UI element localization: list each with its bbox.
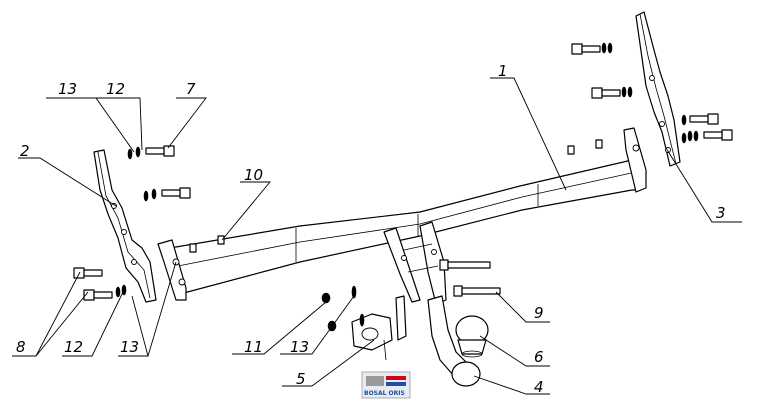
bolt-part-9-a [439, 259, 491, 271]
brand-logo: BOSAL ORIS [361, 371, 411, 399]
callout-3: 3 [716, 204, 726, 222]
callout-7: 7 [186, 80, 196, 98]
callout-10: 10 [244, 166, 263, 184]
left-bracket-part-2 [93, 149, 157, 303]
callout-11: 11 [244, 338, 263, 356]
tow-ball-part-6 [455, 315, 489, 358]
nut-part-11 [321, 285, 365, 332]
callout-8: 8 [16, 338, 26, 356]
brand-logo-text: BOSAL ORIS [364, 390, 405, 397]
callout-13-bottom: 13 [120, 338, 139, 356]
cross-beam-part-1 [157, 127, 647, 301]
leader-lines [12, 77, 742, 395]
callout-4: 4 [534, 378, 544, 396]
callout-1: 1 [498, 62, 508, 80]
bolt-left-upper-part-7 [127, 145, 175, 160]
callout-9: 9 [534, 304, 544, 322]
tow-neck-part-4 [383, 221, 481, 387]
bolt-right-side-2 [681, 129, 733, 144]
callout-13-top: 13 [58, 80, 77, 98]
callout-labels: 1 2 3 4 5 6 7 8 9 10 11 12 12 13 13 13 [16, 62, 726, 396]
bolt-left-mid [143, 187, 191, 202]
callout-12-top: 12 [106, 80, 125, 98]
bolt-part-9-b [453, 285, 501, 297]
callout-12-bottom: 12 [64, 338, 83, 356]
bolt-upper-right-1 [571, 42, 613, 55]
callout-2: 2 [20, 142, 30, 160]
socket-plate-part-5 [351, 295, 407, 361]
bolt-upper-right-2 [591, 86, 633, 99]
bolt-left-lower-part-8-a [73, 267, 103, 279]
fasteners [73, 42, 733, 332]
bolt-right-side-1 [681, 113, 719, 126]
callout-5: 5 [296, 370, 306, 388]
bolt-left-lower-part-8-b [83, 284, 127, 301]
callout-13-center: 13 [290, 338, 309, 356]
right-bracket-part-3 [635, 11, 681, 167]
callout-6: 6 [534, 348, 544, 366]
